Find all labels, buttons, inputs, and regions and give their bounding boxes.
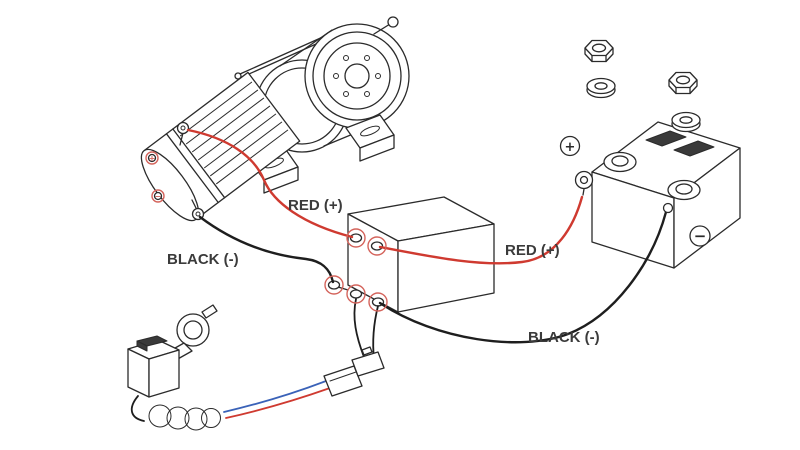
- terminal-marker: [346, 228, 366, 248]
- motor-lug-red: [176, 121, 190, 135]
- battery-vent-cap: [645, 130, 687, 147]
- connector-latch: [361, 346, 373, 356]
- control-box: [327, 196, 495, 313]
- winch-mounting-feet: [249, 114, 395, 194]
- battery-polarity-symbols: + −: [559, 135, 711, 247]
- terminal-marker: [367, 236, 387, 256]
- black-wire-lug: [662, 202, 674, 214]
- control-box-terminals: [327, 233, 385, 307]
- battery-vent-cap: [673, 140, 715, 157]
- terminal-stud: [349, 233, 363, 243]
- terminal-marker: [368, 292, 388, 312]
- winch: [140, 16, 410, 222]
- label-red-winch: RED (+): [288, 197, 343, 214]
- mounting-hardware: [584, 39, 701, 133]
- label-black-battery: BLACK (-): [528, 329, 600, 346]
- battery-post-negative: [667, 179, 701, 201]
- battery: [591, 121, 741, 269]
- coiled-cable: [130, 395, 221, 431]
- motor-terminals: [147, 121, 205, 221]
- label-black-winch: BLACK (-): [167, 251, 239, 268]
- jumper-wire-connector-to-box: [353, 298, 365, 358]
- battery-ring-terminal: [574, 170, 594, 196]
- terminal-markers: [145, 151, 388, 312]
- wiring-connector: [323, 346, 385, 397]
- motor-plus-symbol: +: [149, 154, 156, 163]
- minus-circle-icon: [689, 225, 711, 247]
- terminal-stud: [349, 289, 363, 299]
- control-box-right-face: [397, 223, 495, 313]
- red-wire-winch-to-control-box: [186, 128, 354, 239]
- motor-negative-marker: [151, 189, 165, 203]
- wire-labels: RED (+) BLACK (-) RED (+) BLACK (-): [167, 197, 600, 346]
- hex-nut: [668, 71, 698, 95]
- plus-circle-icon: [559, 135, 581, 157]
- washer: [671, 111, 701, 133]
- red-wire-remote-to-connector: [225, 387, 331, 419]
- motor-bolt-negative: [153, 191, 163, 201]
- label-red-battery: RED (+): [505, 242, 560, 259]
- switch-body: [127, 335, 180, 398]
- terminal-marker: [346, 284, 366, 304]
- motor-bolt-positive: [147, 153, 157, 163]
- black-wire-control-box-to-battery: [378, 210, 668, 344]
- red-wire-control-box-to-battery: [378, 195, 584, 265]
- remote-switch: [127, 304, 221, 431]
- motor-positive-marker: [145, 151, 159, 165]
- blue-wire-remote-to-connector: [223, 380, 327, 413]
- terminal-marker: [324, 275, 344, 295]
- hex-nut: [584, 39, 614, 63]
- connector-plug-b: [351, 351, 385, 377]
- battery-post-positive: [603, 151, 637, 173]
- clutch-knob: [387, 16, 399, 28]
- motor-minus-symbol: −: [155, 192, 162, 201]
- battery-minus-symbol: −: [694, 227, 707, 245]
- battery-plus-symbol: +: [565, 140, 576, 155]
- clamp-bolt: [201, 304, 218, 319]
- black-wire-winch-to-control-box: [198, 215, 335, 284]
- washer: [586, 77, 616, 99]
- jumper-wire-connector-to-box: [372, 305, 379, 360]
- terminal-stud: [327, 280, 341, 290]
